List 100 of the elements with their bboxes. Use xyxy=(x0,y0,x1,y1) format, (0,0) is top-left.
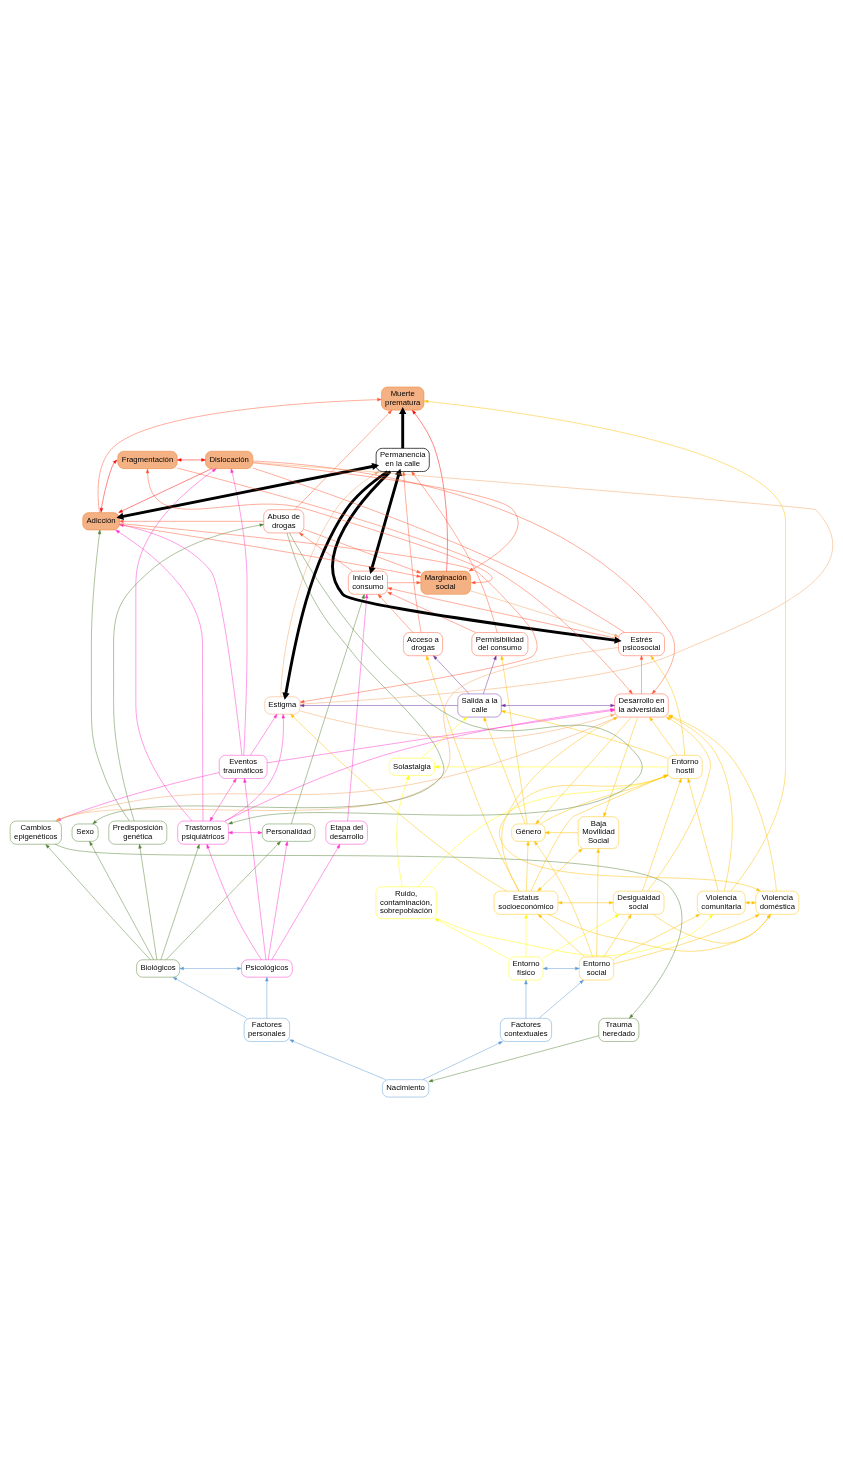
arrow xyxy=(347,593,369,821)
node-box: Permisibilidad del consumo xyxy=(471,631,529,656)
node-box: Acceso a drogas xyxy=(403,631,443,656)
node-box: Adicción xyxy=(82,511,120,530)
arrow xyxy=(524,979,528,1018)
arrow xyxy=(224,713,285,821)
arrow xyxy=(540,774,669,824)
arrow xyxy=(92,532,445,824)
arrow xyxy=(165,840,281,960)
arrow xyxy=(434,918,510,959)
arrow xyxy=(271,843,341,960)
arrow xyxy=(396,774,410,887)
arrow xyxy=(687,777,719,891)
arrow xyxy=(299,703,458,707)
connector xyxy=(252,461,833,704)
node-box: Ruido, contaminación, sobrepoblación xyxy=(375,886,437,919)
arrow xyxy=(145,468,493,584)
arrow xyxy=(542,966,580,970)
node-box: Abuso de drogas xyxy=(263,509,305,533)
arrow xyxy=(177,457,206,461)
node-box: Estigma xyxy=(264,696,301,714)
arrow xyxy=(524,913,528,957)
arrow xyxy=(530,774,669,891)
arrow xyxy=(291,593,365,824)
arrow xyxy=(426,655,520,891)
arrow xyxy=(387,586,619,639)
arrow xyxy=(265,976,269,1018)
arrow xyxy=(138,843,158,960)
arrow xyxy=(642,777,682,891)
arrow xyxy=(54,843,683,1018)
arrow xyxy=(603,716,638,817)
arrow xyxy=(252,462,519,571)
arrow xyxy=(179,966,242,970)
arrow xyxy=(177,467,633,694)
arrow xyxy=(116,462,380,520)
arrow xyxy=(228,830,263,834)
node-box: Trauma heredado xyxy=(598,1017,640,1042)
arrow xyxy=(538,979,584,1018)
arrow xyxy=(534,840,593,957)
node-box: Cambios epigenéticos xyxy=(9,820,62,844)
arrow xyxy=(89,840,154,960)
node-box: Personalidad xyxy=(262,823,316,842)
arrow xyxy=(206,843,262,960)
arrow xyxy=(535,716,632,824)
arrow xyxy=(542,913,620,958)
arrow xyxy=(603,913,632,957)
arrow xyxy=(470,590,619,637)
arrow xyxy=(745,900,756,904)
arrow xyxy=(267,840,289,960)
node-box: Salida a la calle xyxy=(457,693,502,717)
arrow xyxy=(250,713,278,755)
node-box: Eventos traumáticos xyxy=(219,754,268,779)
arrow xyxy=(500,655,528,824)
arrow xyxy=(418,774,669,887)
node-box: Estatus socioeconómico xyxy=(493,890,559,915)
arrow xyxy=(289,1039,386,1080)
arrow xyxy=(387,580,421,584)
arrow xyxy=(434,764,668,768)
arrow xyxy=(331,470,622,644)
arrow xyxy=(97,397,382,513)
arrow xyxy=(172,976,248,1018)
node-box: Desigualdad social xyxy=(613,890,665,915)
node-box: Género xyxy=(511,823,546,842)
arrow xyxy=(252,460,675,694)
node-box: Factores personales xyxy=(243,1017,290,1042)
arrow xyxy=(243,777,267,960)
node-box: Entorno hostil xyxy=(667,754,703,779)
arrow xyxy=(119,519,264,523)
arrow xyxy=(290,713,507,891)
arrow xyxy=(209,777,237,821)
arrow xyxy=(230,468,248,755)
node-box: Predisposición genética xyxy=(108,820,168,844)
arrow xyxy=(501,716,618,891)
node-box: Violencia doméstica xyxy=(755,890,800,915)
arrow xyxy=(639,655,644,694)
arrow xyxy=(228,532,643,824)
node-box: Factores contextuales xyxy=(500,1017,552,1042)
arrow xyxy=(652,913,771,943)
node-box: Estrés psicosocial xyxy=(618,631,665,656)
arrow xyxy=(436,913,713,956)
arrow xyxy=(428,1035,599,1082)
arrow xyxy=(412,409,448,571)
connector xyxy=(252,467,625,633)
arrow xyxy=(303,528,421,573)
arrow xyxy=(118,467,212,513)
arrow xyxy=(544,830,579,834)
arrow xyxy=(399,406,407,448)
arrow xyxy=(613,913,701,959)
arrow xyxy=(387,591,476,633)
arrow xyxy=(402,470,422,633)
node-box: Violencia comunitaria xyxy=(697,890,746,915)
arrow xyxy=(483,655,497,694)
arrow xyxy=(294,409,392,510)
arrow xyxy=(537,847,583,891)
arrow xyxy=(160,843,200,960)
node-box: Muerte prematura xyxy=(381,386,425,410)
node-box: Fragmentación xyxy=(117,450,178,469)
arrow xyxy=(433,655,470,694)
arrow xyxy=(547,913,771,952)
node-box: Biológicos xyxy=(136,959,180,977)
